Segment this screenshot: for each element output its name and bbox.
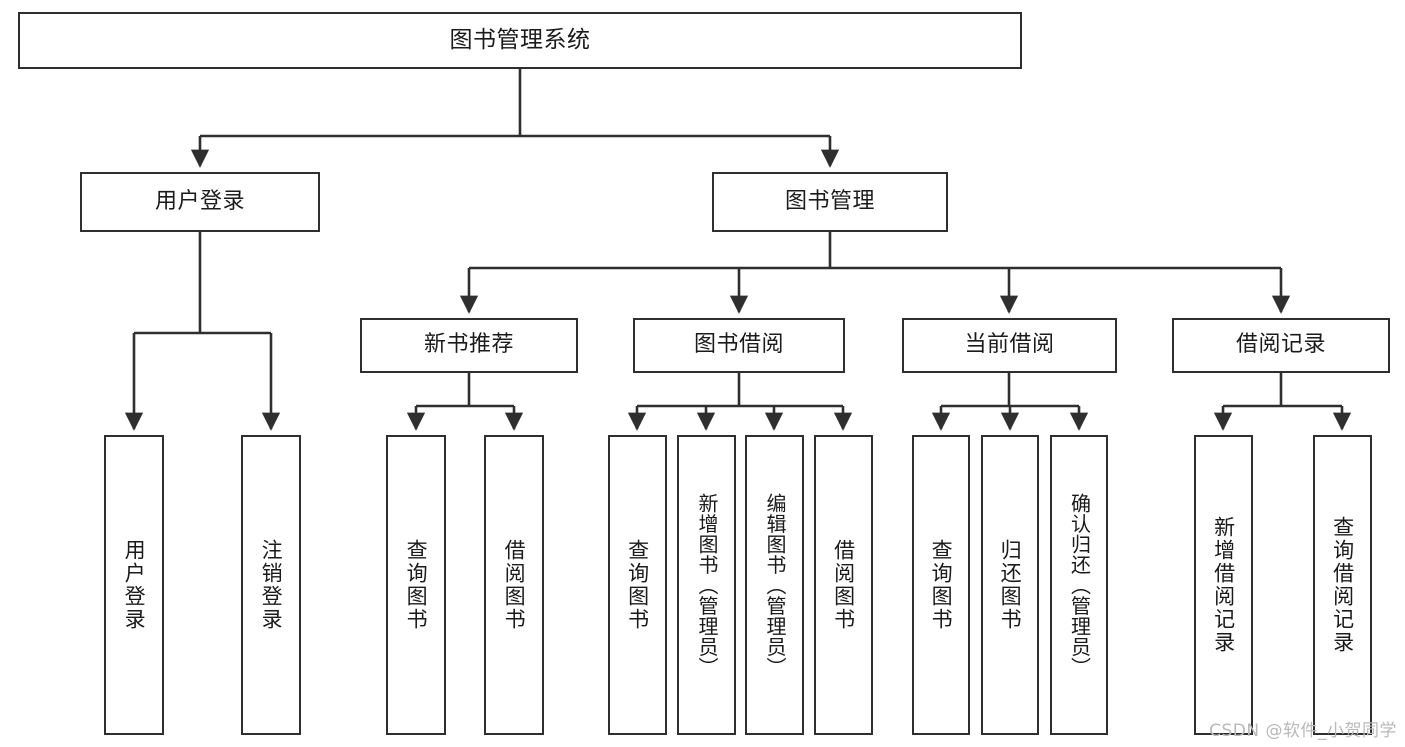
node-level2-book-manage[interactable]: 图书管理 — [712, 172, 948, 232]
node-leaf-leaf-query-record[interactable]: 查询借阅记录 — [1313, 435, 1372, 735]
node-leaf-leaf-borrow-book-1[interactable]: 借阅图书 — [484, 435, 544, 735]
node-leaf-leaf-edit-book[interactable]: 编辑图书（管理员） — [745, 435, 804, 735]
node-leaf-leaf-confirm-return[interactable]: 确认归还（管理员） — [1050, 435, 1108, 735]
node-leaf-leaf-query-book-2[interactable]: 查询图书 — [608, 435, 667, 735]
node-level3-book-borrow[interactable]: 图书借阅 — [633, 318, 845, 373]
node-leaf-leaf-borrow-book-2[interactable]: 借阅图书 — [814, 435, 873, 735]
node-level3-current-borrow[interactable]: 当前借阅 — [902, 318, 1117, 373]
watermark: CSDN @软件_小贺同学 — [1209, 721, 1397, 741]
node-leaf-leaf-add-book[interactable]: 新增图书（管理员） — [677, 435, 736, 735]
node-level3-new-book-rec[interactable]: 新书推荐 — [360, 318, 578, 373]
node-leaf-leaf-user-login[interactable]: 用户登录 — [104, 435, 164, 735]
node-leaf-leaf-return-book[interactable]: 归还图书 — [981, 435, 1039, 735]
node-leaf-leaf-add-record[interactable]: 新增借阅记录 — [1194, 435, 1253, 735]
node-leaf-leaf-query-book-1[interactable]: 查询图书 — [386, 435, 446, 735]
node-root[interactable]: 图书管理系统 — [18, 12, 1022, 69]
node-level3-borrow-record[interactable]: 借阅记录 — [1172, 318, 1390, 373]
node-level2-user-login[interactable]: 用户登录 — [80, 172, 320, 232]
node-leaf-leaf-logout[interactable]: 注销登录 — [241, 435, 301, 735]
node-leaf-leaf-query-book-3[interactable]: 查询图书 — [912, 435, 970, 735]
